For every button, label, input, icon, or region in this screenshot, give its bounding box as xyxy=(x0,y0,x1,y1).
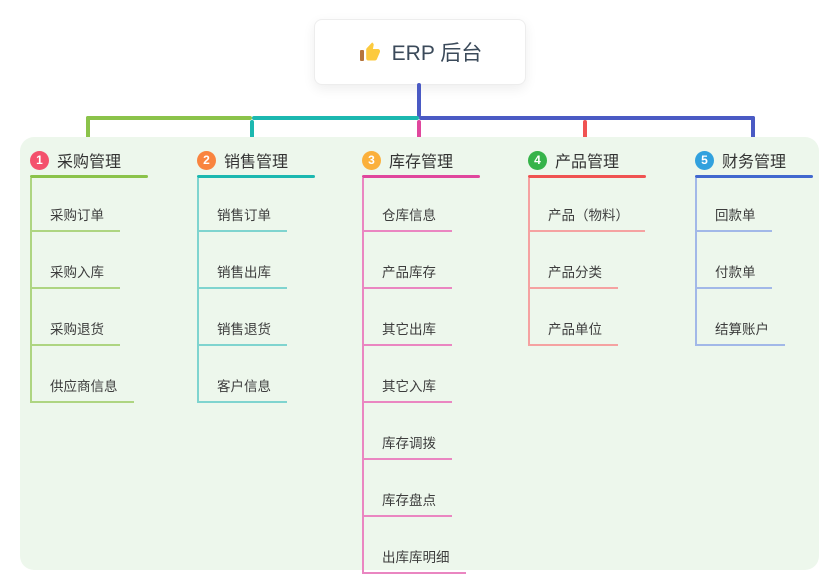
child-item[interactable]: 产品（物料） xyxy=(530,178,645,232)
branches-panel: 1 采购管理 采购订单 采购入库 采购退货 供应商信息 2 销售管理 销售订单 … xyxy=(20,137,819,574)
branch-number-badge: 1 xyxy=(30,150,49,170)
branch-title: 采购管理 xyxy=(57,154,122,171)
connector-drop-branch5 xyxy=(751,116,755,147)
branch-children: 采购订单 采购入库 采购退货 供应商信息 xyxy=(30,178,148,403)
child-item[interactable]: 付款单 xyxy=(697,232,772,289)
branch-header-purchase[interactable]: 1 采购管理 xyxy=(30,148,148,172)
child-item[interactable]: 采购退货 xyxy=(32,289,120,346)
child-item[interactable]: 结算账户 xyxy=(697,289,785,346)
connector-hbar-blue xyxy=(419,116,755,120)
branch-column-purchase: 1 采购管理 采购订单 采购入库 采购退货 供应商信息 xyxy=(30,148,148,403)
branch-header-finance[interactable]: 5 财务管理 xyxy=(695,148,813,172)
branch-number-badge: 4 xyxy=(528,150,547,170)
child-item[interactable]: 产品单位 xyxy=(530,289,618,346)
branch-underline xyxy=(197,175,315,178)
connector-drop-branch1 xyxy=(86,116,90,147)
child-item[interactable]: 客户信息 xyxy=(199,346,287,403)
child-item[interactable]: 销售出库 xyxy=(199,232,287,289)
branch-column-product: 4 产品管理 产品（物料） 产品分类 产品单位 xyxy=(528,148,646,346)
branch-number-badge: 3 xyxy=(362,150,381,170)
branch-column-sales: 2 销售管理 销售订单 销售出库 销售退货 客户信息 xyxy=(197,148,315,403)
branch-children: 产品（物料） 产品分类 产品单位 xyxy=(528,178,646,346)
child-item[interactable]: 采购入库 xyxy=(32,232,120,289)
branch-children: 销售订单 销售出库 销售退货 客户信息 xyxy=(197,178,315,403)
branch-children: 回款单 付款单 结算账户 xyxy=(695,178,813,346)
branch-column-finance: 5 财务管理 回款单 付款单 结算账户 xyxy=(695,148,813,346)
branch-header-sales[interactable]: 2 销售管理 xyxy=(197,148,315,172)
branch-title: 销售管理 xyxy=(224,154,289,171)
child-item[interactable]: 产品库存 xyxy=(364,232,452,289)
connector-hbar-green xyxy=(86,116,252,120)
connector-drop-branch2 xyxy=(250,120,254,147)
branch-title: 产品管理 xyxy=(555,154,620,171)
branch-number-badge: 5 xyxy=(695,150,714,170)
child-item[interactable]: 供应商信息 xyxy=(32,346,134,403)
branch-column-inventory: 3 库存管理 仓库信息 产品库存 其它出库 其它入库 库存调拨 库存盘点 出库库… xyxy=(362,148,480,574)
branch-header-product[interactable]: 4 产品管理 xyxy=(528,148,646,172)
connector-hbar-teal xyxy=(252,116,419,120)
child-item[interactable]: 其它出库 xyxy=(364,289,452,346)
connector-drop-branch4 xyxy=(583,120,587,147)
root-node[interactable]: ERP 后台 xyxy=(314,19,526,85)
branch-children: 仓库信息 产品库存 其它出库 其它入库 库存调拨 库存盘点 出库库明细 xyxy=(362,178,480,574)
thumbs-up-icon xyxy=(358,40,382,64)
child-item[interactable]: 采购订单 xyxy=(32,178,120,232)
child-item[interactable]: 回款单 xyxy=(697,178,772,232)
branch-number-badge: 2 xyxy=(197,150,216,170)
branch-title: 库存管理 xyxy=(389,154,454,171)
child-item[interactable]: 仓库信息 xyxy=(364,178,452,232)
connector-root-drop xyxy=(417,83,421,117)
branch-underline xyxy=(695,175,813,178)
branch-underline xyxy=(30,175,148,178)
child-item[interactable]: 其它入库 xyxy=(364,346,452,403)
branch-title: 财务管理 xyxy=(722,154,787,171)
child-item[interactable]: 销售订单 xyxy=(199,178,287,232)
child-item[interactable]: 库存盘点 xyxy=(364,460,452,517)
branch-underline xyxy=(362,175,480,178)
branch-underline xyxy=(528,175,646,178)
child-item[interactable]: 产品分类 xyxy=(530,232,618,289)
connector-drop-branch3 xyxy=(417,120,421,146)
child-item[interactable]: 库存调拨 xyxy=(364,403,452,460)
branch-header-inventory[interactable]: 3 库存管理 xyxy=(362,148,480,172)
root-title: ERP 后台 xyxy=(391,42,483,65)
child-item[interactable]: 出库库明细 xyxy=(364,517,466,574)
child-item[interactable]: 销售退货 xyxy=(199,289,287,346)
